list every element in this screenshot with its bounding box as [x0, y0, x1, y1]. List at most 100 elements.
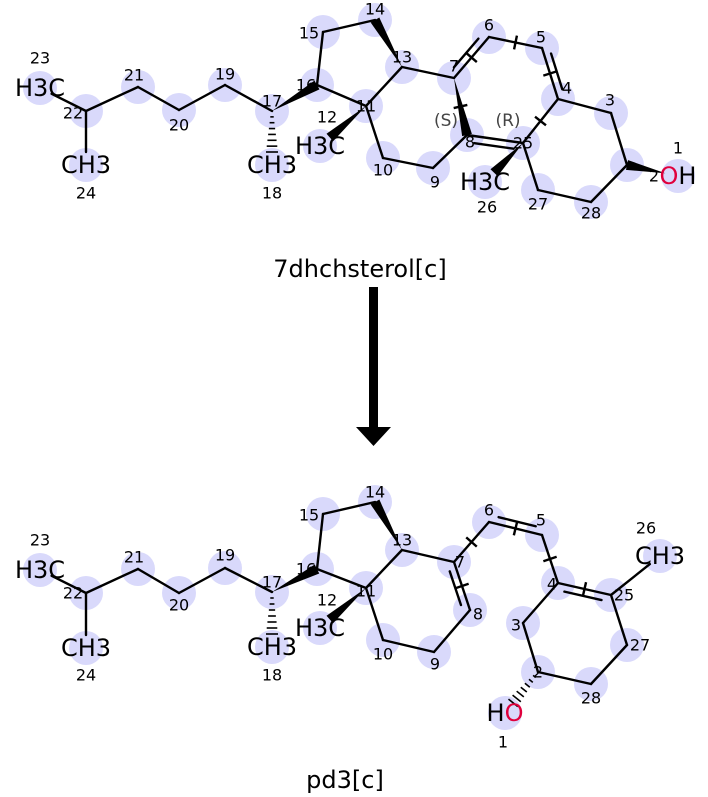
atom-number: 24: [76, 184, 96, 203]
wedge-bond: [490, 143, 523, 177]
bond: [50, 574, 88, 595]
bond-change-mark: [465, 536, 478, 548]
bond: [521, 141, 540, 192]
stereo-descriptor: (R): [495, 111, 520, 131]
bond: [315, 30, 325, 87]
bond: [431, 133, 469, 170]
atom-highlight: [23, 71, 57, 105]
reactant-molecule: OH1234567891011H3C121314151617CH31819202…: [15, 0, 697, 223]
atom-number: 25: [614, 586, 634, 605]
atom-number: 23: [30, 49, 50, 68]
atom-number: 16: [296, 560, 316, 579]
bond: [556, 97, 613, 115]
product-molecule: HO1234567891011H3C121314151617CH31819202…: [15, 483, 685, 752]
atom-label: HO: [487, 699, 524, 727]
atom-number: 13: [392, 48, 412, 67]
atom-number: 16: [296, 76, 316, 95]
atom-number: 20: [169, 596, 189, 615]
bond: [364, 65, 404, 108]
double-bond-line: [473, 141, 515, 150]
atom-number: 14: [365, 483, 385, 502]
atom-highlight: [303, 611, 337, 645]
atom-number: 24: [76, 666, 96, 685]
atom-number: 8: [473, 605, 483, 624]
reactant-name: 7dhchsterol[c]: [273, 255, 446, 283]
atom-label: H3C: [15, 556, 65, 584]
atom-number: 28: [581, 689, 601, 708]
bond-change-mark: [453, 103, 468, 110]
bond: [609, 111, 629, 167]
atom-number: 12: [317, 591, 337, 610]
bond: [589, 643, 629, 686]
bond: [521, 621, 540, 674]
atom-number: 4: [547, 575, 557, 594]
wedge-bond: [370, 499, 402, 550]
bond: [84, 567, 140, 595]
atom-label: H3C: [460, 168, 510, 196]
atom-number: 18: [262, 666, 282, 685]
atom-label: CH3: [247, 151, 297, 179]
bond: [223, 83, 274, 113]
atom-number: 22: [63, 104, 83, 123]
atom-number: 7: [449, 57, 459, 76]
bond: [177, 83, 227, 112]
atom-number: 14: [365, 0, 385, 19]
double-bond-line: [549, 52, 564, 91]
bond: [364, 548, 404, 590]
atom-number: 11: [356, 97, 376, 116]
bond: [136, 85, 181, 112]
bond: [609, 593, 629, 647]
bond: [589, 163, 629, 204]
atom-number: 20: [169, 116, 189, 135]
atom-number: 27: [630, 636, 650, 655]
product-name: pd3[c]: [306, 766, 384, 794]
bond-change-mark: [512, 521, 519, 536]
bond: [381, 638, 436, 654]
atom-highlight: [488, 696, 522, 730]
atom-number: 21: [124, 548, 144, 567]
atom-number: 26: [636, 519, 656, 538]
wedge-bond: [272, 80, 320, 111]
atom-label: CH3: [247, 633, 297, 661]
atom-number: 10: [373, 161, 393, 180]
atom-highlight: [69, 631, 103, 665]
atom-number: 25: [513, 134, 533, 153]
bond: [400, 65, 456, 80]
atom-highlight: [23, 553, 57, 587]
bond: [432, 608, 472, 654]
bond: [521, 581, 560, 625]
atom-highlight: [255, 630, 289, 664]
atom-number: 12: [317, 108, 337, 127]
atom-number: 28: [581, 204, 601, 223]
atom-number: 23: [30, 531, 50, 550]
atom-label: CH3: [635, 542, 685, 570]
atom-number: 6: [484, 501, 494, 520]
bond-change-mark: [454, 582, 470, 590]
atom-label: H3C: [15, 74, 65, 102]
bond-change-mark: [542, 70, 558, 77]
bond-change-mark: [581, 581, 588, 597]
atom-highlight: [468, 165, 502, 199]
reaction-arrow: [356, 287, 391, 446]
atom-number: 5: [536, 511, 546, 530]
atom-number: 17: [262, 573, 282, 592]
atom-number: 2: [649, 167, 659, 186]
atom-number: 2: [533, 663, 543, 682]
atom-number: 27: [528, 195, 548, 214]
atom-number: 8: [465, 133, 475, 152]
atom-label: CH3: [61, 634, 111, 662]
bond-change-mark: [542, 555, 558, 563]
atom-number: 21: [124, 66, 144, 85]
atom-number: 22: [63, 584, 83, 603]
bond: [536, 188, 593, 204]
atom-number: 7: [455, 553, 465, 572]
bond: [315, 83, 368, 108]
atom-number: 5: [536, 28, 546, 47]
atom-number: 1: [673, 139, 683, 158]
bond-change-mark: [465, 52, 478, 63]
atom-number: 15: [299, 506, 319, 525]
atom-number: 1: [498, 733, 508, 752]
atom-number: 11: [356, 582, 376, 601]
atom-number: 17: [262, 92, 282, 111]
hash-bond: [266, 116, 278, 153]
